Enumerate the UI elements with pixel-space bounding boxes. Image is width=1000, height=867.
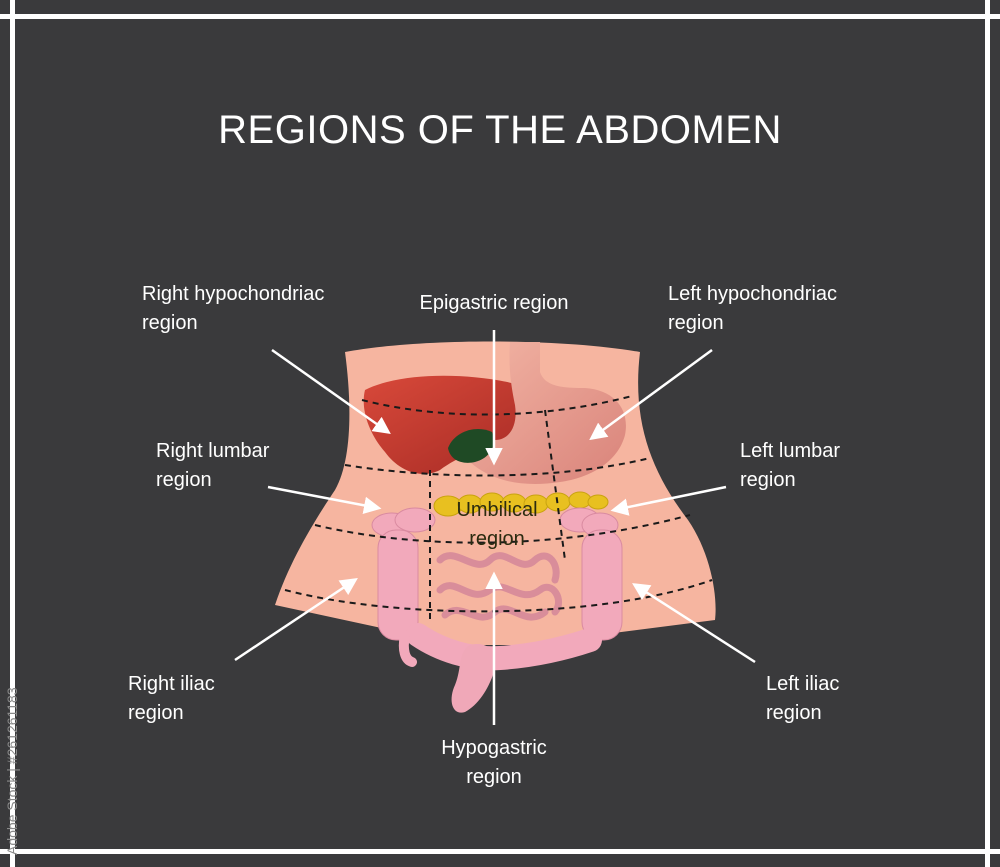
stomach: [467, 342, 626, 484]
label-right-lumbar-line1: Right lumbar: [156, 440, 270, 462]
arrow-left-lumbar: [610, 485, 727, 516]
label-umbilical-line1: Umbilical: [456, 499, 538, 521]
label-right-lumbar-line2: region: [156, 469, 212, 491]
label-hypogastric-line1: Hypogastric: [441, 737, 547, 759]
label-right-lumbar: Right lumbar region: [156, 437, 269, 495]
label-left-lumbar-line1: Left lumbar: [740, 440, 841, 462]
label-umbilical: Umbilical region: [432, 496, 562, 554]
label-left-lumbar: Left lumbar region: [740, 437, 840, 495]
arrow-left-iliac: [632, 583, 756, 664]
label-epigastric: Epigastric region: [404, 289, 584, 318]
label-right-hypochondriac-line2: region: [142, 312, 198, 334]
label-epigastric-line1: Epigastric region: [419, 292, 569, 314]
label-left-hypochondriac-line2: region: [668, 312, 724, 334]
gallbladder: [448, 428, 495, 463]
label-left-iliac: Left iliac region: [766, 670, 839, 728]
large-intestine: [371, 507, 623, 671]
label-right-hypochondriac-line1: Right hypochondriac: [142, 283, 325, 305]
label-left-hypochondriac: Left hypochondriac region: [668, 280, 837, 338]
label-right-hypochondriac: Right hypochondriac region: [142, 280, 324, 338]
arrow-right-hypochondriac: [271, 348, 391, 435]
label-hypogastric: Hypogastric region: [414, 734, 574, 792]
diagram-title: REGIONS OF THE ABDOMEN: [218, 108, 782, 152]
label-umbilical-line2: region: [469, 528, 525, 550]
label-right-iliac-line1: Right iliac: [128, 673, 215, 695]
region-divider-lines: [284, 395, 713, 620]
stock-watermark-id: Adobe Stock | #261261183: [4, 625, 22, 855]
leader-arrows: [234, 330, 756, 725]
bladder: [451, 644, 496, 713]
frame-right-line: [985, 0, 990, 867]
label-left-lumbar-line2: region: [740, 469, 796, 491]
label-hypogastric-line2: region: [466, 766, 522, 788]
arrow-right-iliac: [234, 578, 358, 662]
arrow-right-lumbar: [267, 485, 382, 514]
frame-left-line: [10, 0, 15, 867]
liver: [363, 375, 540, 474]
label-right-iliac: Right iliac region: [128, 670, 215, 728]
label-right-iliac-line2: region: [128, 702, 184, 724]
label-left-iliac-line2: region: [766, 702, 822, 724]
label-left-hypochondriac-line1: Left hypochondriac: [668, 283, 838, 305]
pancreas: [433, 491, 609, 517]
arrow-left-hypochondriac: [589, 348, 713, 441]
label-left-iliac-line1: Left iliac: [766, 673, 840, 695]
stock-watermark-text: Adobe Stock | #261261183: [4, 687, 20, 855]
frame-top-line: [0, 14, 1000, 19]
frame-bottom-line: [0, 849, 1000, 854]
